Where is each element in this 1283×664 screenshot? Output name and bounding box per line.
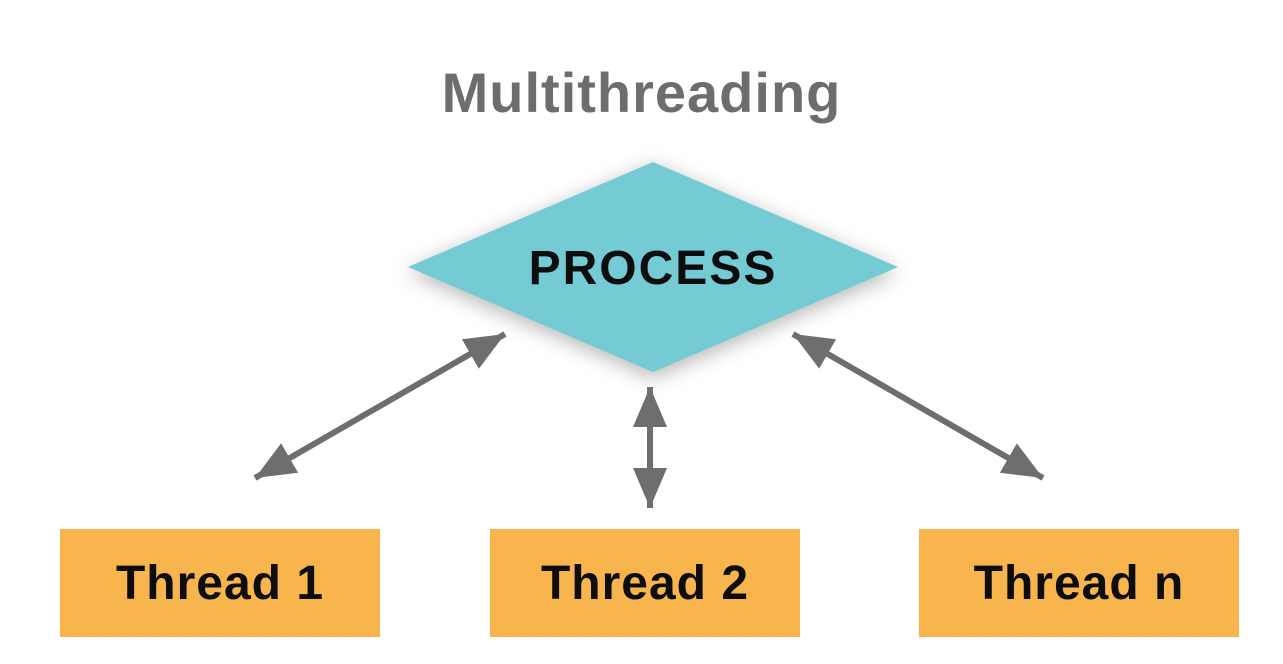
thread-1-label: Thread 1 (115, 556, 325, 610)
arrow-process-thread1 (253, 331, 507, 481)
process-diamond-shape (408, 162, 898, 372)
arrow-process-threadn (791, 331, 1045, 481)
thread-n-label: Thread n (973, 556, 1185, 610)
thread-1-box: Thread 1 (60, 529, 380, 637)
thread-n-box: Thread n (919, 529, 1239, 637)
diagram-title: Multithreading (441, 61, 842, 124)
thread-2-box: Thread 2 (490, 529, 800, 637)
thread-2-label: Thread 2 (540, 556, 750, 610)
process-node-label: PROCESS (528, 242, 778, 295)
